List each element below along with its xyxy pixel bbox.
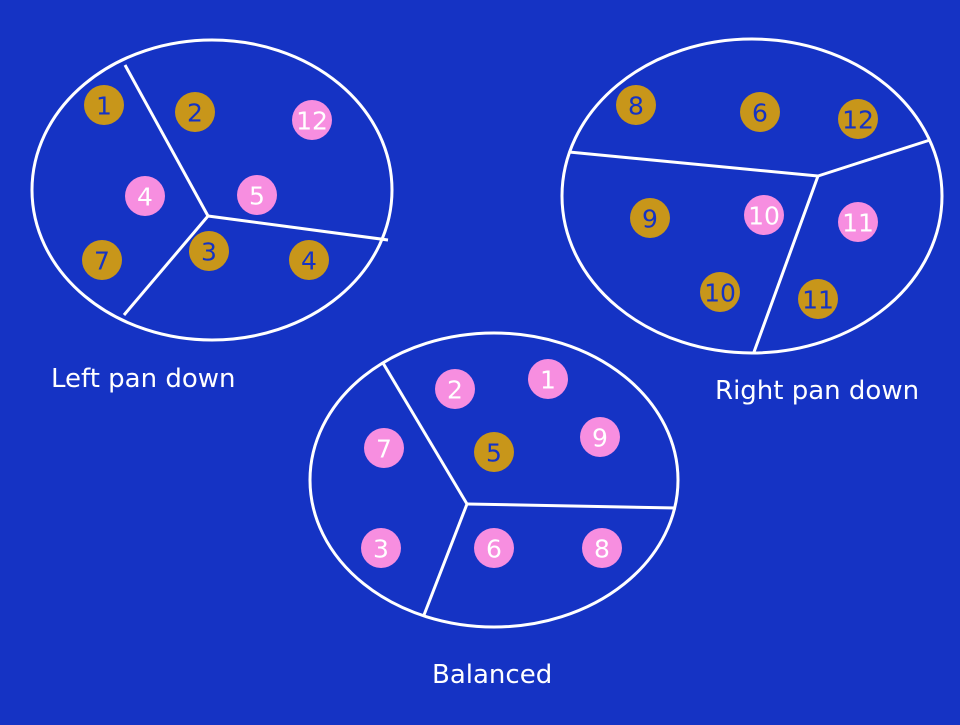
coin-right-9: 9	[630, 198, 670, 238]
coin-right-8: 8	[616, 85, 656, 125]
divider-line	[381, 362, 469, 505]
coin-balanced-1: 1	[528, 359, 568, 399]
pan-outline	[30, 38, 394, 342]
coin-disc	[435, 369, 475, 409]
coin-label: 7	[376, 435, 392, 464]
divider-line	[122, 215, 210, 316]
coin-label: 12	[842, 106, 874, 135]
coin-label: 6	[486, 535, 502, 564]
coin-left-3: 3	[189, 231, 229, 271]
coin-disc	[744, 195, 784, 235]
coin-disc	[175, 92, 215, 132]
coin-right-10: 10	[744, 195, 784, 235]
coin-left-4: 4	[125, 176, 165, 216]
coin-label: 4	[301, 247, 317, 276]
coin-right-11: 11	[838, 202, 878, 242]
coin-disc	[474, 528, 514, 568]
coin-disc	[474, 432, 514, 472]
caption-balanced: Balanced	[432, 660, 553, 690]
coin-disc	[740, 92, 780, 132]
coin-label: 2	[187, 99, 203, 128]
pan-balanced	[308, 331, 680, 629]
coin-label: 11	[802, 286, 834, 315]
coin-label: 6	[752, 99, 768, 128]
coin-label: 9	[642, 205, 658, 234]
divider-line	[422, 503, 469, 616]
coin-label: 5	[486, 439, 502, 468]
coin-left-7: 7	[82, 240, 122, 280]
caption-left-pan-down: Left pan down	[51, 364, 236, 394]
coin-balanced-6: 6	[474, 528, 514, 568]
coin-left-12: 12	[292, 100, 332, 140]
coin-disc	[838, 99, 878, 139]
coin-disc	[616, 85, 656, 125]
coin-left-2: 2	[175, 92, 215, 132]
coin-label: 2	[447, 376, 463, 405]
coin-left-4: 4	[289, 240, 329, 280]
pan-outline	[560, 37, 944, 355]
coin-label: 11	[842, 209, 874, 238]
coin-balanced-3: 3	[361, 528, 401, 568]
coin-right-10: 10	[700, 272, 740, 312]
coin-disc	[700, 272, 740, 312]
coin-disc	[798, 279, 838, 319]
divider-line	[466, 502, 677, 510]
coin-label: 4	[137, 183, 153, 212]
coin-label: 12	[296, 107, 328, 136]
coin-disc	[289, 240, 329, 280]
coin-label: 3	[373, 535, 389, 564]
coin-label: 5	[249, 182, 265, 211]
coin-disc	[630, 198, 670, 238]
coin-label: 10	[748, 202, 780, 231]
coin-balanced-7: 7	[364, 428, 404, 468]
coin-label: 1	[540, 366, 556, 395]
coin-disc	[364, 428, 404, 468]
coin-left-5: 5	[237, 175, 277, 215]
coin-disc	[361, 528, 401, 568]
coin-right-6: 6	[740, 92, 780, 132]
coin-label: 1	[96, 92, 112, 121]
coin-right-11: 11	[798, 279, 838, 319]
coin-label: 3	[201, 238, 217, 267]
coin-disc	[125, 176, 165, 216]
pan-right	[560, 37, 944, 355]
coin-disc	[292, 100, 332, 140]
pan-outline	[308, 331, 680, 629]
coin-disc	[580, 417, 620, 457]
coin-label: 8	[594, 535, 610, 564]
coin-balanced-5: 5	[474, 432, 514, 472]
pan-left	[30, 38, 394, 342]
caption-right-pan-down: Right pan down	[715, 376, 920, 406]
coin-right-12: 12	[838, 99, 878, 139]
coin-label: 10	[704, 279, 736, 308]
coin-label: 7	[94, 247, 110, 276]
coin-disc	[237, 175, 277, 215]
divider-line	[568, 150, 819, 178]
coin-disc	[82, 240, 122, 280]
coin-left-1: 1	[84, 85, 124, 125]
coin-disc	[84, 85, 124, 125]
coin-disc	[189, 231, 229, 271]
coin-label: 8	[628, 92, 644, 121]
coin-label: 9	[592, 424, 608, 453]
coin-balanced-8: 8	[582, 528, 622, 568]
coin-balanced-9: 9	[580, 417, 620, 457]
divider-line	[752, 175, 820, 353]
divider-line	[123, 64, 210, 217]
coin-disc	[582, 528, 622, 568]
coin-balanced-2: 2	[435, 369, 475, 409]
divider-line	[817, 138, 931, 178]
coin-disc	[838, 202, 878, 242]
divider-line	[207, 214, 389, 242]
coin-disc	[528, 359, 568, 399]
